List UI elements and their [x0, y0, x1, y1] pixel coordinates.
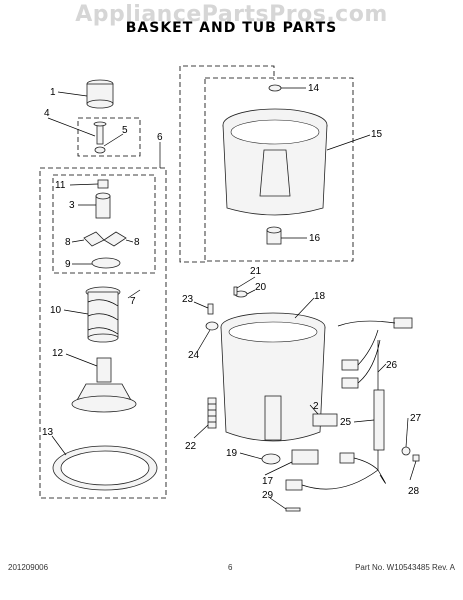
- callout-8-left: 8: [65, 237, 71, 248]
- part-11-cam[interactable]: [97, 179, 109, 189]
- part-29-screw[interactable]: [285, 507, 301, 512]
- callout-12: 12: [52, 348, 64, 359]
- part-8-dog-left[interactable]: [83, 231, 105, 247]
- callout-19: 19: [226, 448, 238, 459]
- callout-11: 11: [55, 180, 66, 191]
- callout-27: 27: [410, 413, 422, 424]
- callout-13: 13: [42, 427, 54, 438]
- part-23-bolt[interactable]: [207, 303, 214, 315]
- connector-line: [179, 65, 275, 263]
- part-4-bolt[interactable]: [93, 121, 107, 145]
- diagram-title: BASKET AND TUB PARTS: [125, 20, 338, 36]
- footer-code: 201209006: [8, 563, 49, 572]
- callout-20: 20: [255, 282, 267, 293]
- callout-labels: 1 4 5 6 11 3 8 8 9 7 10 12 13 14 15 16 2…: [42, 83, 422, 501]
- part-5-washer[interactable]: [94, 146, 106, 154]
- group-box-basket: [204, 77, 354, 262]
- callout-25: 25: [340, 417, 352, 428]
- part-2-hose[interactable]: [312, 413, 338, 427]
- part-10-auger[interactable]: [85, 286, 121, 343]
- callout-14: 14: [308, 83, 320, 94]
- watermark: AppliancePartsPros.com: [75, 2, 388, 27]
- callout-10: 10: [50, 305, 62, 316]
- callout-9: 9: [65, 259, 71, 270]
- part-8-dog-right[interactable]: [103, 231, 127, 247]
- leader-lines: [47, 87, 417, 510]
- part-3-drive[interactable]: [95, 192, 111, 219]
- part-22-spring[interactable]: [207, 397, 217, 429]
- callout-24: 24: [188, 350, 200, 361]
- callout-17: 17: [262, 476, 274, 487]
- part-17-bracket[interactable]: [291, 449, 319, 465]
- callout-26: 26: [386, 360, 398, 371]
- part-18-tub[interactable]: [220, 312, 326, 442]
- part-28-screw[interactable]: [412, 454, 420, 462]
- callout-4: 4: [44, 108, 50, 119]
- group-box-4-5: [77, 117, 141, 157]
- footer-page-number: 6: [228, 563, 233, 572]
- callout-1: 1: [50, 87, 56, 98]
- part-19-seal[interactable]: [261, 453, 281, 465]
- callout-28: 28: [408, 486, 420, 497]
- part-13-ring[interactable]: [52, 445, 158, 491]
- callout-16: 16: [309, 233, 321, 244]
- part-21-pin[interactable]: [233, 286, 238, 296]
- callout-22: 22: [185, 441, 197, 452]
- part-15-basket[interactable]: [222, 108, 328, 216]
- part-12-agitator-base[interactable]: [71, 357, 137, 413]
- footer-part-number: Part No. W10543485 Rev. A: [355, 563, 455, 572]
- callout-5: 5: [122, 125, 128, 136]
- callout-15: 15: [371, 129, 383, 140]
- group-box-7: [52, 174, 156, 274]
- callout-21: 21: [250, 266, 262, 277]
- part-14-nut[interactable]: [268, 84, 282, 92]
- callout-2: 2: [313, 401, 319, 412]
- callout-8-right: 8: [134, 237, 140, 248]
- part-16-hub[interactable]: [266, 226, 282, 245]
- group-box-6: [39, 167, 167, 499]
- callout-23: 23: [182, 294, 194, 305]
- callout-29: 29: [262, 490, 274, 501]
- callout-18: 18: [314, 291, 326, 302]
- callout-6: 6: [157, 132, 163, 143]
- part-27-clamp[interactable]: [401, 446, 411, 456]
- part-25-sensor[interactable]: [373, 389, 385, 451]
- callout-7: 7: [130, 296, 136, 307]
- part-1-cap[interactable]: [86, 79, 114, 109]
- part-9-retainer[interactable]: [91, 257, 121, 269]
- callout-3: 3: [69, 200, 75, 211]
- part-24-clip[interactable]: [205, 321, 219, 331]
